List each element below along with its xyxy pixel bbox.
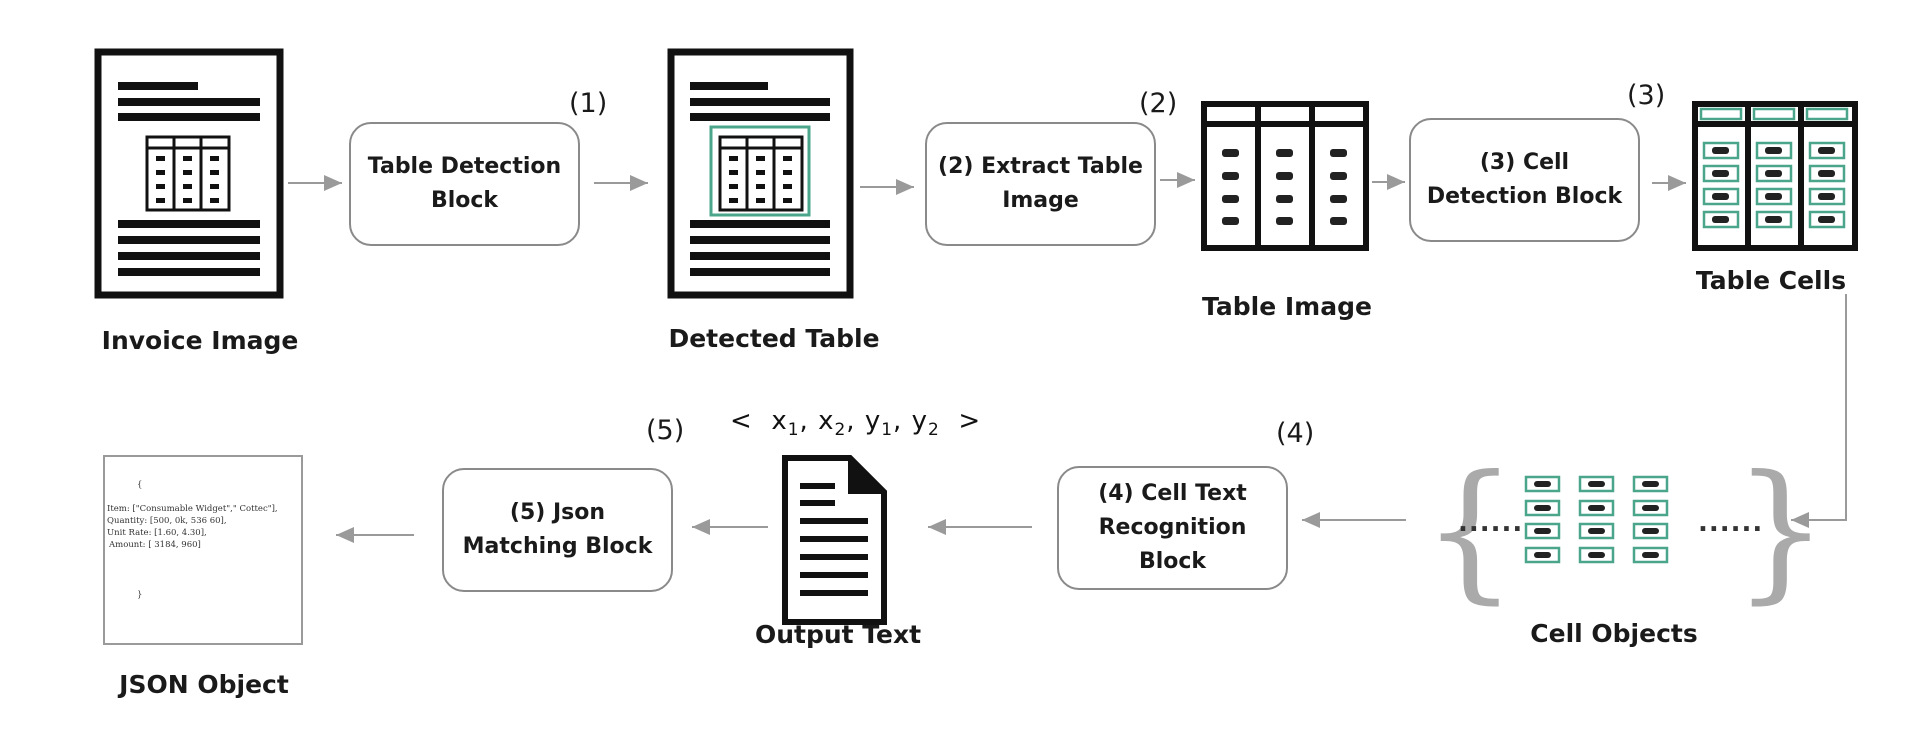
cell-text-recognition-block: (4) Cell Text Recognition Block <box>1057 466 1288 590</box>
label-output-text: Output Text <box>754 620 922 649</box>
label-json-object: JSON Object <box>119 670 289 699</box>
json-matching-block: (5) Json Matching Block <box>442 468 673 592</box>
bounding-box-coordinates: < x1, x2, y1, y2 > <box>730 406 982 441</box>
json-object-preview: { Item: ["Consumable Widget"," Cottec"],… <box>103 455 303 645</box>
cell-objects-dots-left: ...... <box>1458 508 1524 538</box>
label-table-image: Table Image <box>1202 292 1372 321</box>
label-table-cells: Table Cells <box>1695 266 1847 295</box>
label-invoice-image: Invoice Image <box>101 326 299 355</box>
label-detected-table: Detected Table <box>668 324 880 353</box>
invoice-image-icon <box>94 48 284 299</box>
json-line-quantity: Quantity: [500, 0k, 536 60], <box>107 516 227 526</box>
cell-objects-dots-right: ...... <box>1698 508 1764 538</box>
table-cells-icon <box>1692 101 1858 251</box>
cell-detection-block: (3) Cell Detection Block <box>1409 118 1640 242</box>
step-number-4: (4) <box>1276 418 1315 449</box>
json-line-unit-rate: Unit Rate: [1.60, 4.30], <box>107 528 207 538</box>
flow-arrows <box>288 172 1847 543</box>
extract-table-image-block: (2) Extract Table Image <box>925 122 1156 246</box>
cell-objects-icon: { } <box>1422 444 1828 618</box>
json-line-item: Item: ["Consumable Widget"," Cottec"], <box>107 504 278 514</box>
arrow-table-cells-to-cell-objects <box>1791 294 1847 528</box>
json-open-brace: { <box>137 480 143 490</box>
table-image-icon <box>1201 101 1369 251</box>
step-number-2: (2) <box>1139 88 1178 119</box>
json-close-brace: } <box>137 590 143 600</box>
step-number-3: (3) <box>1627 80 1666 111</box>
label-cell-objects: Cell Objects <box>1530 619 1698 648</box>
step-number-1: (1) <box>569 88 608 119</box>
table-detection-block: Table Detection Block <box>349 122 580 246</box>
step-number-5: (5) <box>646 415 685 446</box>
left-brace-icon: { <box>1422 444 1517 618</box>
output-text-document-icon <box>782 455 887 625</box>
right-brace-icon: } <box>1733 444 1828 618</box>
detected-table-icon <box>667 48 854 299</box>
json-line-amount: Amount: [ 3184, 960] <box>109 540 201 550</box>
